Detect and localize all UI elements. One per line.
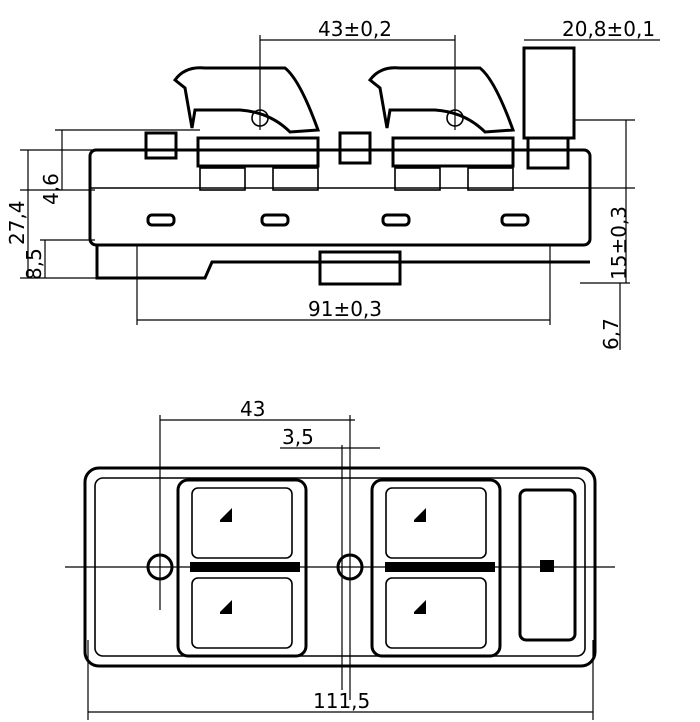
dim-pitch-label: 43±0,2 <box>318 17 392 41</box>
dim-right-height-label: 15±0,3 <box>607 206 631 280</box>
side-connector <box>318 250 402 286</box>
dim-overall-length-label: 111,5 <box>313 689 370 713</box>
side-button-right <box>367 66 516 191</box>
side-lock-button <box>522 46 576 140</box>
top-button-left <box>176 478 308 658</box>
dim-button-width-label: 20,8±0,1 <box>562 17 655 41</box>
dim-top-offset-label: 4,6 <box>39 173 63 205</box>
top-button-right <box>370 478 502 658</box>
top-view: 43 3,5 111,5 <box>65 397 615 720</box>
dim-total-height-label: 27,4 <box>5 200 29 245</box>
side-view: 43±0,2 20,8±0,1 27,4 4,6 8,5 91±0,3 15±0… <box>5 17 660 350</box>
dim-bottom-step-label: 8,5 <box>22 248 46 280</box>
dim-body-length-label: 91±0,3 <box>308 297 382 321</box>
side-base <box>95 245 590 280</box>
dim-gap-label: 3,5 <box>282 425 314 449</box>
dim-top-pitch-label: 43 <box>240 397 265 421</box>
dim-foot-height-label: 6,7 <box>599 318 623 350</box>
top-lock-button <box>518 488 577 642</box>
side-button-left <box>172 66 321 191</box>
